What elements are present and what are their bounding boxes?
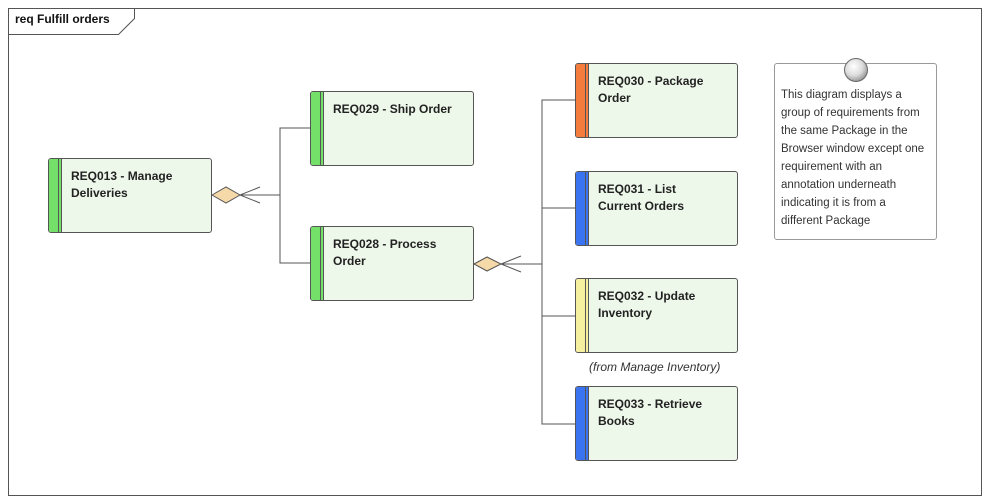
aggregation-diamond bbox=[210, 186, 242, 204]
frame-title-tab bbox=[8, 8, 135, 35]
aggregation-diamond bbox=[472, 256, 503, 272]
requirement-label: REQ013 - Manage Deliveries bbox=[71, 169, 173, 200]
requirement-color-bar bbox=[49, 159, 62, 232]
connector-req028-children[interactable] bbox=[472, 99, 575, 425]
diagram-frame bbox=[8, 8, 982, 496]
frame-title: req Fulfill orders bbox=[15, 12, 110, 26]
requirement-color-bar bbox=[576, 387, 589, 460]
requirement-color-bar bbox=[576, 172, 589, 245]
requirement-req013[interactable]: REQ013 - Manage Deliveries bbox=[48, 158, 212, 233]
pushpin-icon bbox=[844, 58, 868, 82]
requirement-label: REQ032 - Update Inventory bbox=[598, 289, 696, 320]
requirement-color-bar bbox=[311, 227, 324, 300]
requirement-req031[interactable]: REQ031 - List Current Orders bbox=[575, 171, 738, 246]
diagram-note[interactable] bbox=[774, 63, 937, 240]
requirement-req029[interactable]: REQ029 - Ship Order bbox=[310, 91, 474, 166]
requirement-color-bar bbox=[311, 92, 324, 165]
requirement-label: REQ033 - Retrieve Books bbox=[598, 397, 703, 428]
requirement-label: REQ030 - Package Order bbox=[598, 74, 704, 105]
requirement-req028[interactable]: REQ028 - Process Order bbox=[310, 226, 474, 301]
requirement-color-bar bbox=[576, 279, 589, 352]
requirement-color-bar bbox=[576, 64, 589, 137]
requirement-req033[interactable]: REQ033 - Retrieve Books bbox=[575, 386, 738, 461]
requirement-label: REQ031 - List Current Orders bbox=[598, 182, 685, 213]
from-package-annotation: (from Manage Inventory) bbox=[589, 360, 721, 374]
requirement-label: REQ028 - Process Order bbox=[333, 237, 437, 268]
requirement-label: REQ029 - Ship Order bbox=[333, 102, 452, 116]
requirement-req030[interactable]: REQ030 - Package Order bbox=[575, 63, 738, 138]
requirement-req032[interactable]: REQ032 - Update Inventory bbox=[575, 278, 738, 353]
note-text: This diagram displays a group of require… bbox=[781, 89, 925, 227]
connector-req013-children[interactable] bbox=[210, 127, 310, 264]
